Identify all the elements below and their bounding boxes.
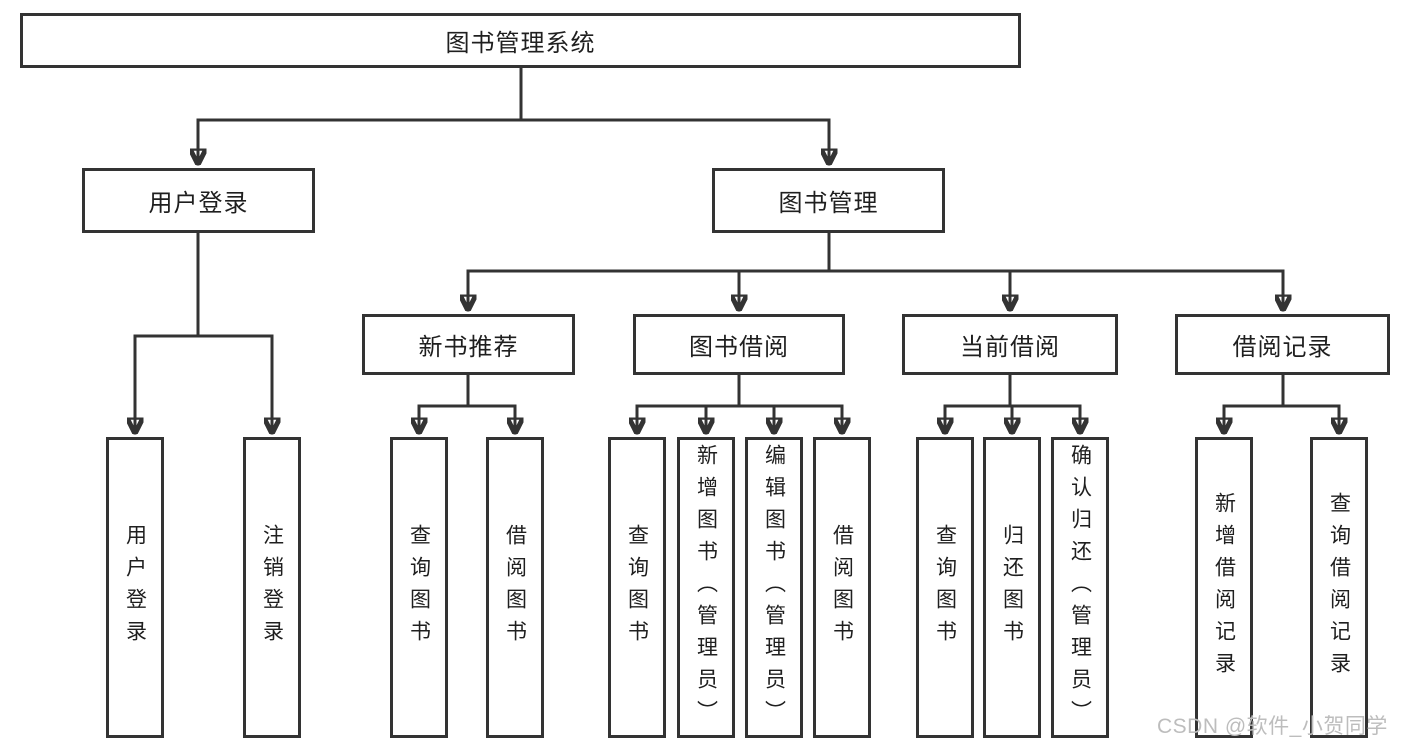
node-label: 归还图书 bbox=[1000, 523, 1024, 652]
edge-root-to-level2 bbox=[198, 65, 829, 166]
leaf-borrow-borrow-books: 借阅图书 bbox=[813, 437, 871, 738]
node-borrow-records: 借阅记录 bbox=[1175, 314, 1390, 375]
node-label: 确认归还（管理员） bbox=[1068, 443, 1092, 732]
node-current-borrow: 当前借阅 bbox=[902, 314, 1118, 375]
node-label: 查询图书 bbox=[625, 523, 649, 652]
node-label: 借阅记录 bbox=[1232, 334, 1333, 361]
leaf-records-query-borrow-record: 查询借阅记录 bbox=[1310, 437, 1368, 738]
edge-new-book-recommend-to-leaves bbox=[419, 373, 515, 435]
node-book-borrow: 图书借阅 bbox=[633, 314, 845, 375]
node-label: 图书管理系统 bbox=[445, 30, 596, 57]
edge-book-management-to-level3 bbox=[468, 231, 1283, 312]
edge-borrow-records-to-leaves bbox=[1224, 373, 1339, 435]
node-new-book-recommend: 新书推荐 bbox=[362, 314, 575, 375]
leaf-user-login: 用户登录 bbox=[106, 437, 164, 738]
leaf-recommend-query-books: 查询图书 bbox=[390, 437, 448, 738]
node-label: 编辑图书（管理员） bbox=[762, 443, 786, 732]
leaf-current-confirm-return-admin: 确认归还（管理员） bbox=[1051, 437, 1109, 738]
csdn-watermark: CSDN @软件_小贺同学 bbox=[1157, 715, 1388, 738]
node-label: 新增图书（管理员） bbox=[694, 443, 718, 732]
leaf-logout-login: 注销登录 bbox=[243, 437, 301, 738]
leaf-borrow-query-books: 查询图书 bbox=[608, 437, 666, 738]
node-label: 借阅图书 bbox=[503, 523, 527, 652]
leaf-borrow-edit-books-admin: 编辑图书（管理员） bbox=[745, 437, 803, 738]
node-label: 借阅图书 bbox=[830, 523, 854, 652]
node-label: 查询借阅记录 bbox=[1327, 491, 1351, 684]
node-label: 查询图书 bbox=[933, 523, 957, 652]
node-label: 用户登录 bbox=[148, 190, 249, 217]
leaf-records-add-borrow-record: 新增借阅记录 bbox=[1195, 437, 1253, 738]
node-label: 新增借阅记录 bbox=[1212, 491, 1236, 684]
leaf-current-return-books: 归还图书 bbox=[983, 437, 1041, 738]
edge-book-borrow-to-leaves bbox=[637, 373, 842, 435]
node-label: 用户登录 bbox=[123, 523, 147, 652]
node-book-management: 图书管理 bbox=[712, 168, 945, 233]
node-label: 新书推荐 bbox=[418, 334, 519, 361]
edge-current-borrow-to-leaves bbox=[945, 373, 1080, 435]
leaf-current-query-books: 查询图书 bbox=[916, 437, 974, 738]
edge-user-login-to-leaves bbox=[135, 231, 272, 435]
node-library-management-system: 图书管理系统 bbox=[20, 13, 1021, 68]
leaf-borrow-add-books-admin: 新增图书（管理员） bbox=[677, 437, 735, 738]
leaf-recommend-borrow-books: 借阅图书 bbox=[486, 437, 544, 738]
node-user-login: 用户登录 bbox=[82, 168, 315, 233]
node-label: 图书借阅 bbox=[689, 334, 789, 361]
node-label: 查询图书 bbox=[407, 523, 431, 652]
node-label: 图书管理 bbox=[778, 190, 879, 217]
node-label: 注销登录 bbox=[260, 523, 284, 652]
node-label: 当前借阅 bbox=[960, 334, 1060, 361]
